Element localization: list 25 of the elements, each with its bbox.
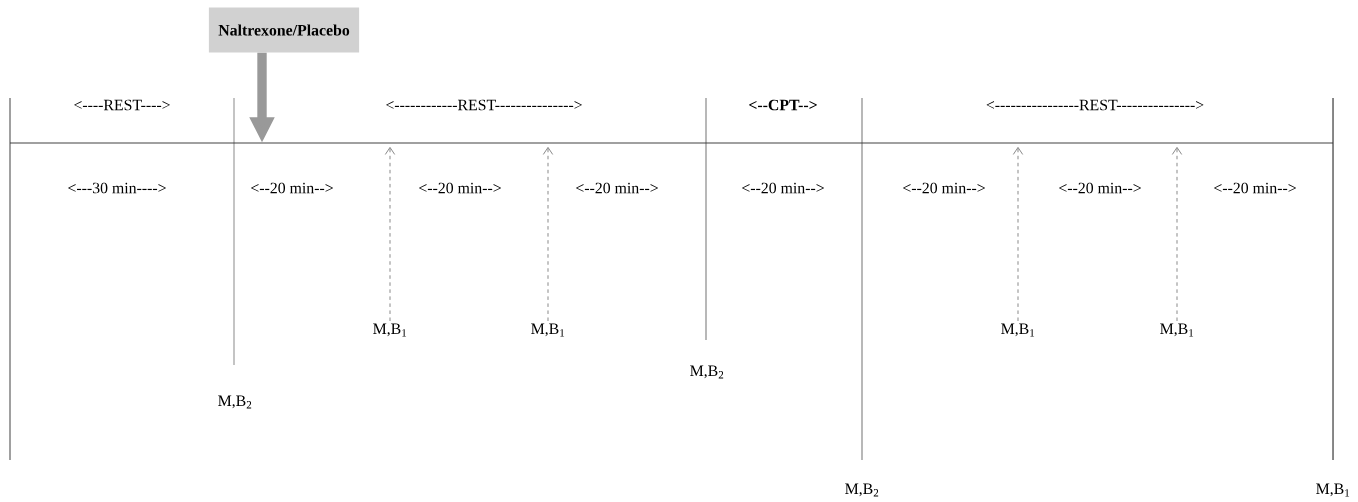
duration-label: <--20 min--> — [1214, 182, 1296, 194]
arrow — [1172, 147, 1182, 322]
measurement-label: M,B$_{2}$ — [690, 365, 724, 379]
phase-label: <------------REST---------------> — [386, 99, 582, 111]
duration-label: <--20 min--> — [903, 182, 985, 194]
duration-label: <--20 min--> — [1059, 182, 1141, 194]
measurement-label: M,B$_{1}$ — [1160, 323, 1194, 337]
measurement-label: M,B$_{1}$ — [1316, 483, 1350, 497]
arrow — [543, 147, 553, 322]
measurement-label: M,B$_{1}$ — [373, 323, 407, 337]
phase-label: <--CPT--> — [749, 99, 817, 111]
duration-label: <---30 min----> — [68, 182, 166, 194]
label-box: Naltrexone/Placebo — [208, 7, 360, 53]
measurement-label: M,B$_{1}$ — [531, 323, 565, 337]
duration-label: <--20 min--> — [419, 182, 501, 194]
measurement-label: M,B$_{2}$ — [845, 483, 879, 497]
duration-label: <--20 min--> — [576, 182, 658, 194]
duration-label: <--20 min--> — [251, 182, 333, 194]
arrow — [385, 147, 395, 322]
phase-label: <----REST----> — [74, 99, 170, 111]
duration-label: <--20 min--> — [742, 182, 824, 194]
measurement-label: M,B$_{1}$ — [1001, 323, 1035, 337]
measurement-label: M,B$_{2}$ — [218, 395, 252, 409]
phase-label: <----------------REST---------------> — [986, 99, 1204, 111]
arrow — [1013, 147, 1023, 322]
